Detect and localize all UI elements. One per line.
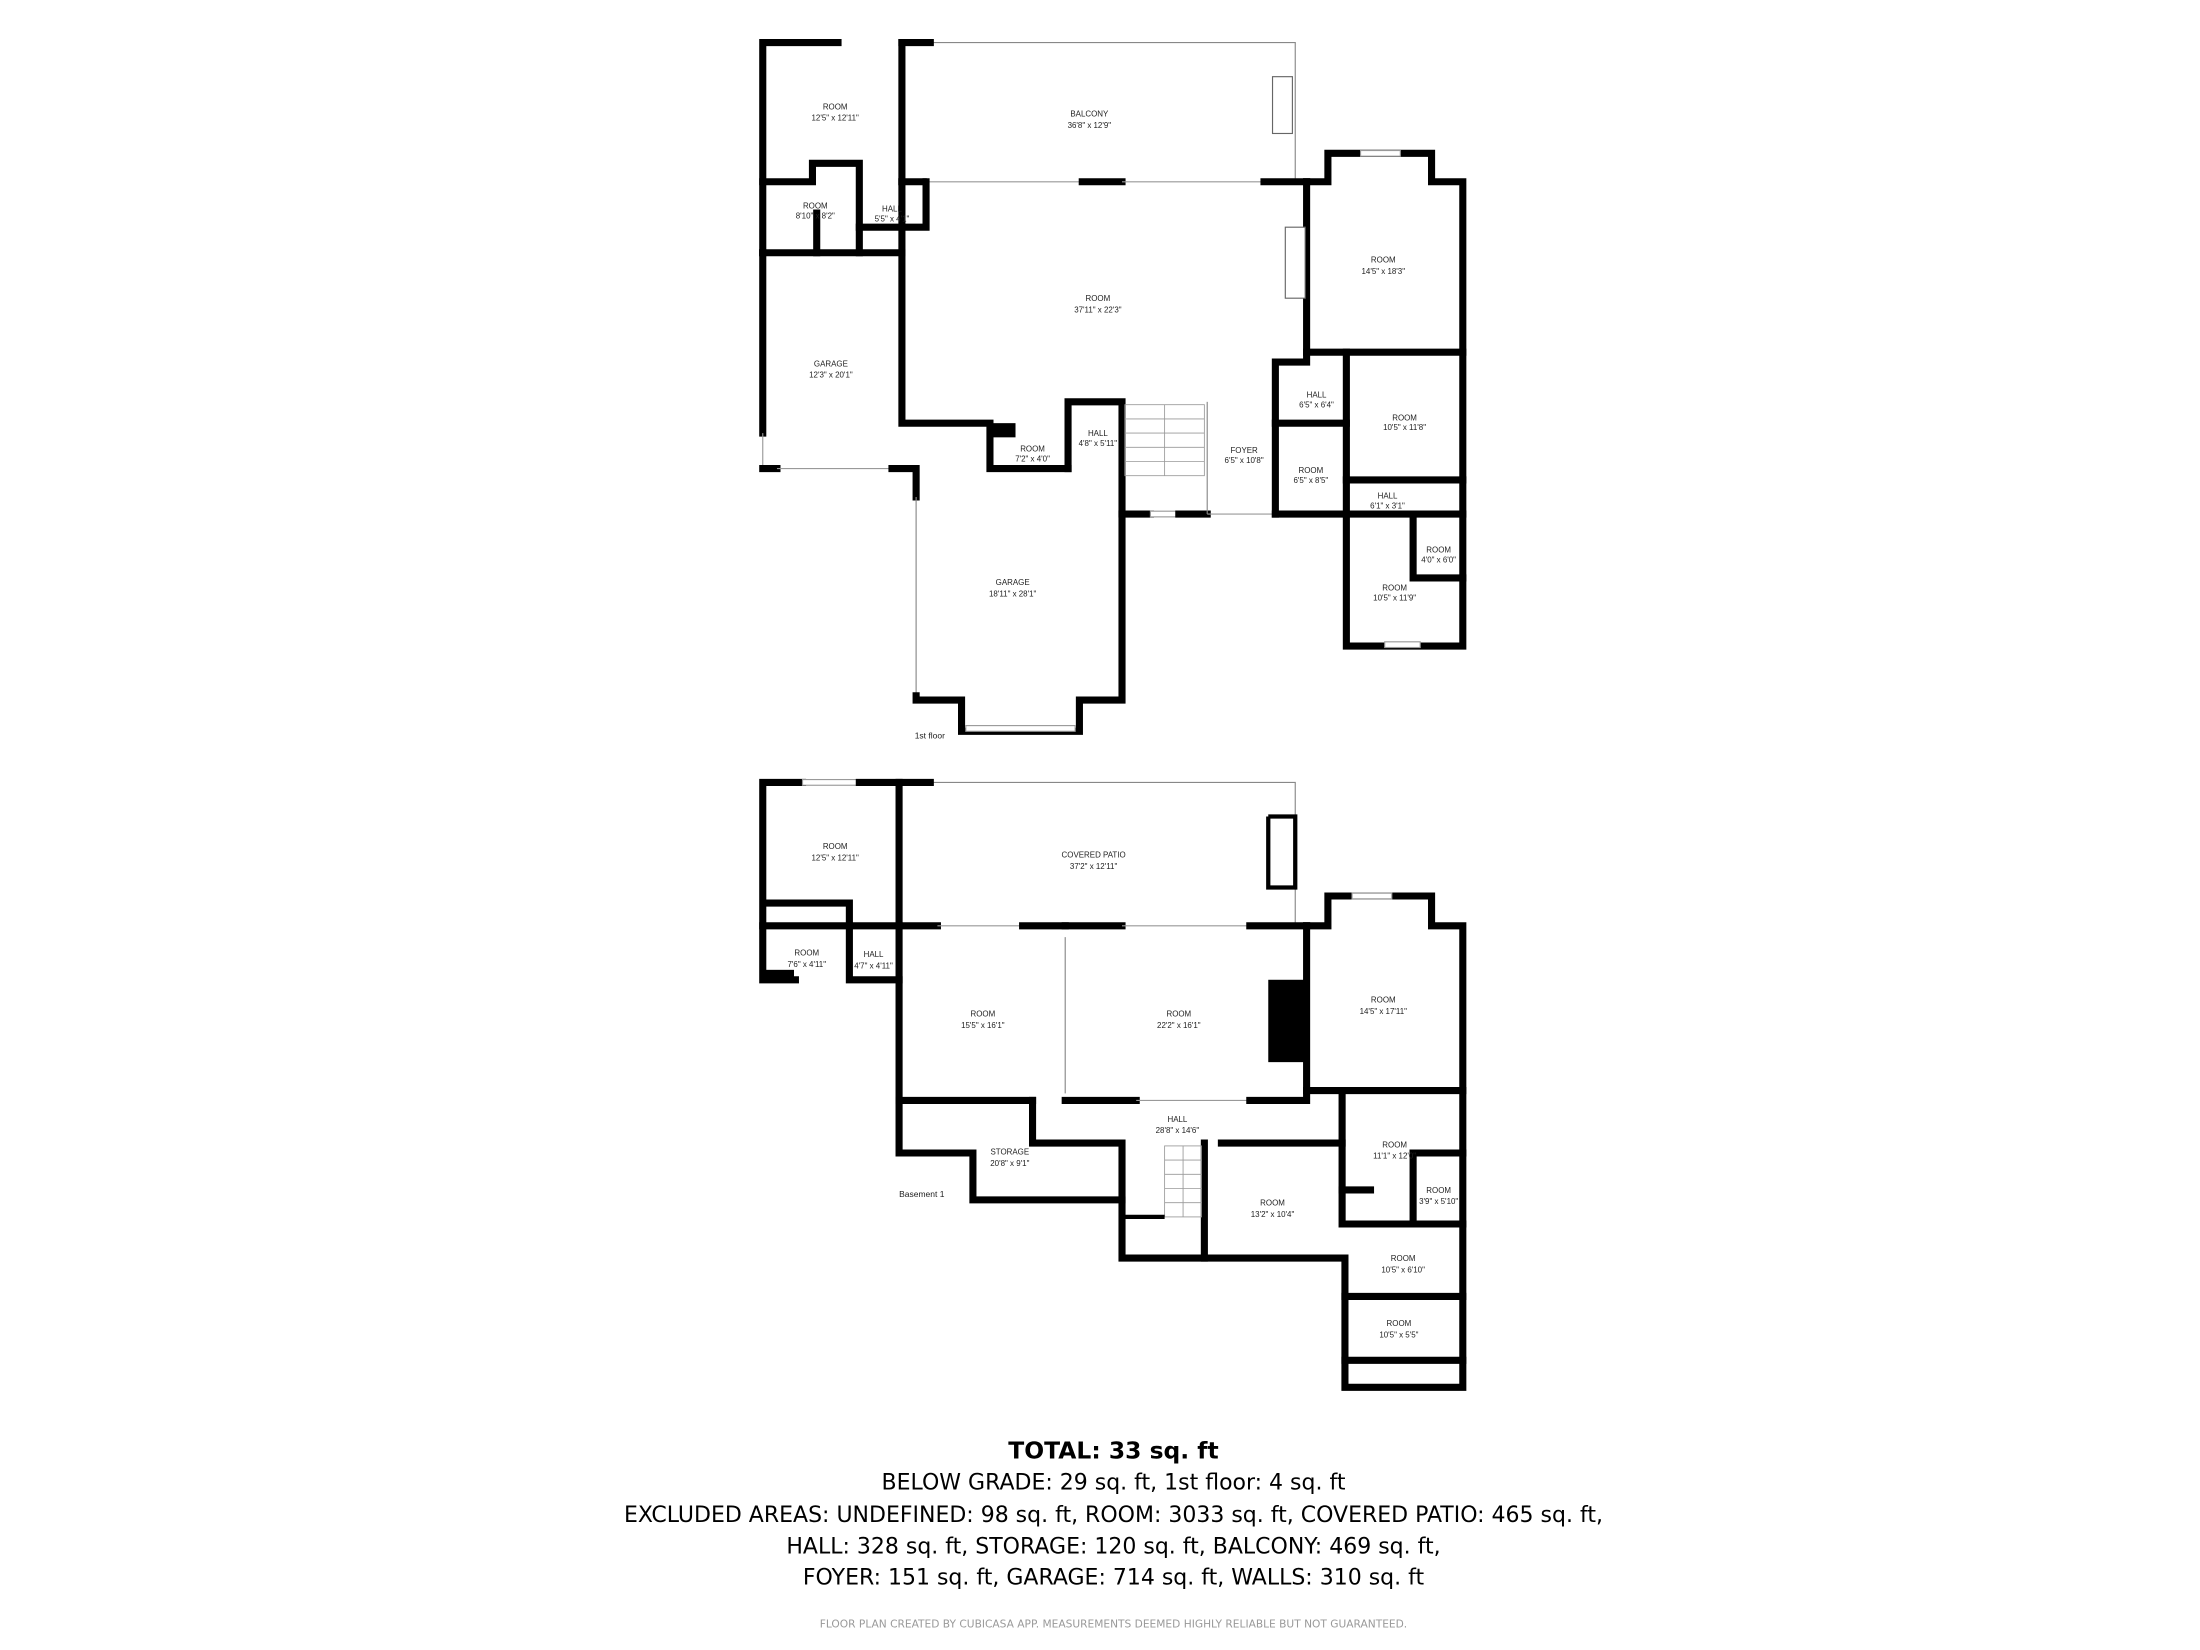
room-name: ROOM <box>823 842 848 851</box>
room-dims: 12'5" x 12'11" <box>811 114 859 123</box>
room-name: ROOM <box>1371 256 1396 265</box>
room-name: HALL <box>1088 429 1108 438</box>
room-name: ROOM <box>1426 545 1451 554</box>
disclaimer: FLOOR PLAN CREATED BY CUBICASA APP. MEAS… <box>820 1617 1407 1630</box>
room-dims: 5'5" x 4'1" <box>875 215 910 224</box>
room-dims: 6'5" x 8'5" <box>1294 476 1329 485</box>
room-dims: 3'9" x 5'10" <box>1419 1197 1458 1206</box>
room-dims: 36'8" x 12'9" <box>1068 121 1112 130</box>
summary-line: BELOW GRADE: 29 sq. ft, 1st floor: 4 sq.… <box>882 1471 1346 1496</box>
room-name: ROOM <box>1086 294 1111 303</box>
room-dims: 10'5" x 6'10" <box>1381 1265 1425 1274</box>
area-summary: TOTAL: 33 sq. ft BELOW GRADE: 29 sq. ft,… <box>624 1436 1603 1630</box>
stairs-basement <box>1122 1145 1202 1220</box>
room-name: ROOM <box>1260 1199 1285 1208</box>
summary-line: HALL: 328 sq. ft, STORAGE: 120 sq. ft, B… <box>786 1534 1440 1559</box>
room-dims: 6'1" x 3'1" <box>1370 501 1405 510</box>
room-dims: 37'11" x 22'3" <box>1074 305 1122 314</box>
room-dims: 4'8" x 5'11" <box>1079 439 1118 448</box>
room-name: HALL <box>882 205 902 214</box>
first-floor-labels: ROOM 12'5" x 12'11" BALCONY 36'8" x 12'9… <box>796 102 1456 740</box>
room-dims: 28'8" x 14'6" <box>1156 1126 1200 1135</box>
room-name: ROOM <box>794 949 819 958</box>
fireplace <box>1268 979 1304 1063</box>
balcony-fireplace <box>1271 76 1293 135</box>
room-name: HALL <box>864 950 884 959</box>
room-name: ROOM <box>1382 1140 1407 1149</box>
room-name: ROOM <box>1371 995 1396 1004</box>
room-name: ROOM <box>1166 1010 1191 1019</box>
room-name: FOYER <box>1230 446 1258 455</box>
summary-line: EXCLUDED AREAS: UNDEFINED: 98 sq. ft, RO… <box>624 1503 1603 1528</box>
room-name: HALL <box>1378 491 1398 500</box>
room-name: STORAGE <box>990 1147 1029 1156</box>
room-dims: 22'2" x 16'1" <box>1157 1021 1201 1030</box>
room-dims: 20'8" x 9'1" <box>990 1159 1029 1168</box>
room-dims: 6'5" x 6'4" <box>1299 401 1334 410</box>
room-name: ROOM <box>1299 466 1324 475</box>
room-dims: 10'5" x 5'5" <box>1379 1331 1418 1340</box>
fireplace <box>1284 226 1306 299</box>
room-name: ROOM <box>971 1010 996 1019</box>
basement-plan <box>759 778 1467 1391</box>
room-dims: 8'10" x 8'2" <box>796 212 835 221</box>
room-dims: 4'0" x 6'0" <box>1421 555 1456 564</box>
room-dims: 37'2" x 12'11" <box>1070 862 1118 871</box>
basement-labels: ROOM 12'5" x 12'11" COVERED PATIO 37'2" … <box>788 842 1459 1339</box>
room-dims: 18'11" x 28'1" <box>989 589 1037 598</box>
room-name: ROOM <box>1426 1186 1451 1195</box>
room-dims: 6'5" x 10'8" <box>1225 456 1264 465</box>
stairs-first-floor <box>1124 401 1208 515</box>
room-dims: 15'5" x 16'1" <box>961 1021 1005 1030</box>
room-dims: 7'2" x 4'0" <box>1015 454 1050 463</box>
room-dims: 10'5" x 11'9" <box>1373 594 1416 603</box>
total-area: TOTAL: 33 sq. ft <box>1008 1436 1218 1464</box>
room-name: ROOM <box>823 102 848 111</box>
room-name: ROOM <box>1020 445 1045 454</box>
room-dims: 14'5" x 18'3" <box>1362 267 1406 276</box>
room-name: ROOM <box>1387 1319 1412 1328</box>
room-name: ROOM <box>803 202 828 211</box>
room-dims: 12'5" x 12'11" <box>811 853 859 862</box>
floor-label: Basement 1 <box>899 1189 945 1199</box>
room-name: HALL <box>1167 1115 1187 1124</box>
room-dims: 12'3" x 20'1" <box>809 371 853 380</box>
room-name: ROOM <box>1382 584 1407 593</box>
room-name: HALL <box>1307 391 1327 400</box>
floor-label: 1st floor <box>915 730 945 740</box>
room-dims: 10'5" x 11'8" <box>1383 423 1426 432</box>
summary-line: FOYER: 151 sq. ft, GARAGE: 714 sq. ft, W… <box>803 1566 1425 1591</box>
room-name: GARAGE <box>814 359 848 368</box>
room-name: ROOM <box>1391 1254 1416 1263</box>
room-dims: 4'7" x 4'11" <box>854 961 893 970</box>
room-dims: 11'1" x 12'0" <box>1373 1152 1416 1161</box>
room-name: GARAGE <box>996 578 1030 587</box>
first-floor-plan <box>759 39 1467 735</box>
room-dims: 7'6" x 4'11" <box>788 960 827 969</box>
room-dims: 13'2" x 10'4" <box>1251 1210 1295 1219</box>
room-dims: 14'5" x 17'11" <box>1360 1007 1408 1016</box>
room-name: COVERED PATIO <box>1062 851 1126 860</box>
room-name: BALCONY <box>1070 109 1109 118</box>
room-name: ROOM <box>1392 413 1417 422</box>
